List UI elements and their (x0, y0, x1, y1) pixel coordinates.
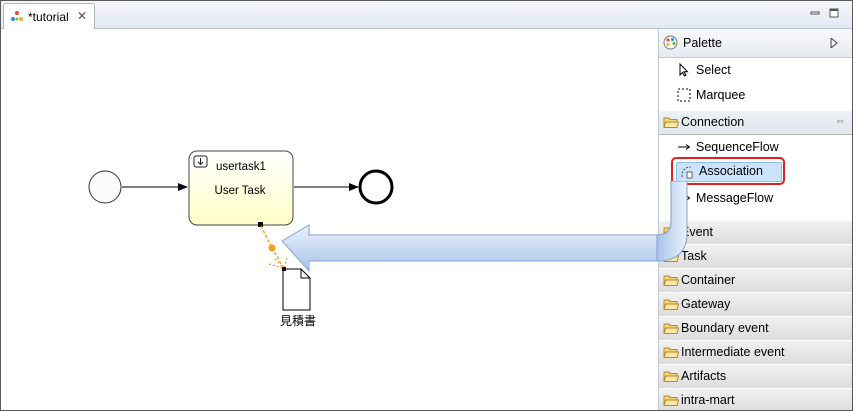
drawer-intermediate-event[interactable]: Intermediate event (659, 340, 852, 365)
end-event[interactable] (358, 169, 394, 205)
palette-header[interactable]: Palette (659, 29, 852, 58)
tab-label: *tutorial (28, 10, 69, 24)
data-object[interactable]: 見積書 (280, 267, 316, 328)
drawer-connection[interactable]: Connection ⇔ (659, 110, 852, 135)
pointer-icon (679, 63, 689, 77)
drawer-container[interactable]: Container (659, 268, 852, 293)
data-object-label: 見積書 (280, 313, 316, 328)
drawer-label: Artifacts (681, 369, 727, 383)
drawer-collapse-icon[interactable]: ⇔ (835, 115, 846, 127)
editor-tab-bar: *tutorial ✕ (1, 1, 852, 29)
diagram-canvas[interactable]: usertask1 User Task 見積書 (1, 29, 657, 410)
palette-title: Palette (683, 36, 722, 50)
palette-tool-select[interactable]: Select (659, 58, 852, 82)
palette-collapse-icon[interactable] (830, 38, 838, 48)
palette-tool-sequenceflow[interactable]: SequenceFlow (659, 135, 852, 159)
drawer-artifacts[interactable]: Artifacts (659, 364, 852, 389)
drawer-label: Connection (681, 115, 745, 129)
drawer-label: Intermediate event (681, 345, 785, 359)
user-task[interactable]: usertask1 User Task (188, 150, 294, 227)
close-icon[interactable]: ✕ (77, 9, 88, 23)
drawer-label: Gateway (681, 297, 731, 311)
drawer-label: Event (681, 225, 713, 239)
folder-icon (663, 299, 679, 310)
association-highlight: Association (671, 157, 785, 185)
folder-icon (663, 323, 679, 334)
task-type: User Task (215, 185, 266, 197)
diagram-svg: usertask1 User Task 見積書 (88, 150, 657, 328)
tutorial-pointer-arrow-tail (657, 181, 688, 262)
tool-label: Association (699, 164, 763, 178)
marquee-icon (677, 88, 691, 102)
drawer-event[interactable]: Event (659, 220, 852, 245)
arrow-icon (678, 144, 691, 150)
maximize-icon[interactable] (829, 8, 839, 18)
drawer-label: intra-mart (681, 393, 735, 407)
drawer-label: Container (681, 273, 736, 287)
drawer-boundary-event[interactable]: Boundary event (659, 316, 852, 341)
palette-tool-marquee[interactable]: Marquee (659, 83, 852, 107)
folder-open-icon (663, 117, 679, 128)
task-name: usertask1 (216, 161, 266, 173)
tab-tutorial[interactable]: *tutorial ✕ (3, 3, 95, 29)
association-icon (681, 166, 693, 179)
tutorial-pointer-arrow (281, 224, 657, 273)
bpmn-diagram-icon (11, 11, 23, 21)
start-event[interactable] (88, 170, 122, 204)
tool-label: SequenceFlow (696, 140, 779, 154)
drawer-label: Task (681, 249, 707, 263)
tool-label: MessageFlow (696, 191, 774, 205)
folder-icon (663, 395, 679, 406)
folder-icon (663, 275, 679, 286)
association-link[interactable] (260, 225, 288, 269)
tool-label: Select (696, 63, 731, 77)
drawer-label: Boundary event (681, 321, 769, 335)
folder-icon (663, 347, 679, 358)
palette-icon (663, 35, 678, 50)
folder-icon (663, 371, 679, 382)
drawer-gateway[interactable]: Gateway (659, 292, 852, 317)
drawer-intra-mart[interactable]: intra-mart (659, 388, 852, 410)
palette-panel: Palette Select Marquee Connection (658, 29, 852, 410)
palette-tool-association[interactable]: Association (676, 162, 782, 182)
minimize-icon[interactable] (810, 8, 820, 18)
tool-label: Marquee (696, 88, 746, 102)
